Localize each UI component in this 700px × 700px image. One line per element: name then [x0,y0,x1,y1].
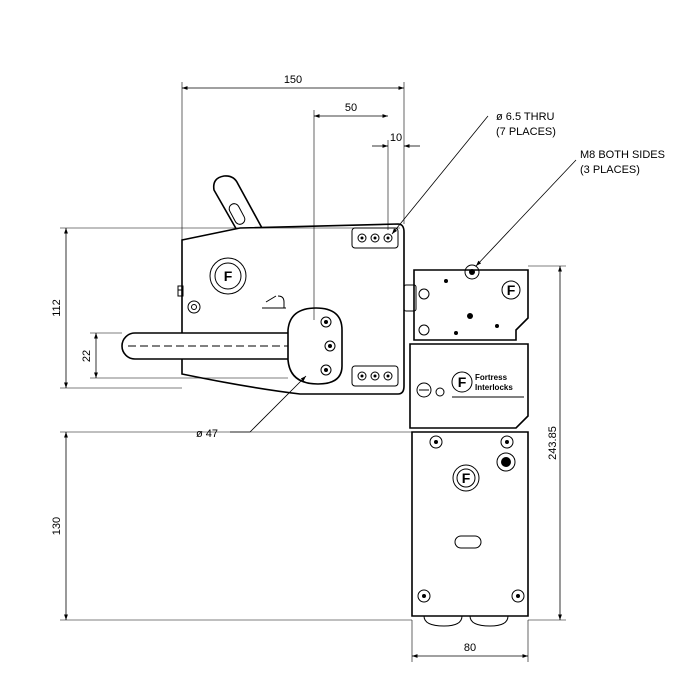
svg-text:F: F [507,282,516,298]
dim-150: 150 [182,74,404,90]
callout-hub-diameter: ø 47 [196,375,307,440]
svg-text:F: F [462,470,471,486]
svg-text:80: 80 [464,642,476,654]
handle-hub [287,307,343,385]
svg-text:(7 PLACES): (7 PLACES) [496,126,556,138]
lock-logo-icon: F [209,257,247,295]
fortress-logo-icon: F [451,371,473,393]
dim-80: 80 [412,642,528,658]
svg-text:112: 112 [51,299,63,317]
callout-holes: ø 6.5 THRU (7 PLACES) [391,111,556,235]
svg-text:10: 10 [390,132,402,144]
dim-50: 50 [314,102,388,118]
svg-text:ø 47: ø 47 [196,428,218,440]
svg-text:M8 BOTH SIDES: M8 BOTH SIDES [580,149,665,161]
module-logo-icon: F [501,280,521,300]
svg-text:22: 22 [81,350,93,362]
key-symbol-icon [262,295,286,309]
extension-lines [60,82,566,662]
dim-10: 10 [372,132,420,148]
release-lever [212,175,264,233]
dim-130: 130 [51,432,68,620]
handle [121,307,343,385]
svg-text:(3 PLACES): (3 PLACES) [580,164,640,176]
callout-m8: M8 BOTH SIDES (3 PLACES) [475,149,665,267]
m8-port-icon [464,264,480,280]
svg-text:50: 50 [345,102,357,114]
svg-text:130: 130 [51,517,63,535]
brand-name: Fortress [475,373,508,382]
svg-text:F: F [224,268,233,284]
svg-text:150: 150 [284,74,302,86]
lower-logo-icon: F [452,464,480,492]
brand-subname: Interlocks [475,383,513,392]
svg-text:ø 6.5 THRU: ø 6.5 THRU [496,111,555,123]
mounting-holes-bottom [351,365,399,387]
dim-112: 112 [51,228,68,388]
svg-text:243.85: 243.85 [547,426,559,460]
dim-22: 22 [81,333,98,378]
dim-243-85: 243.85 [547,266,562,620]
svg-text:F: F [458,374,467,390]
switch-module: F F Fortress Interlocks F [403,264,529,627]
